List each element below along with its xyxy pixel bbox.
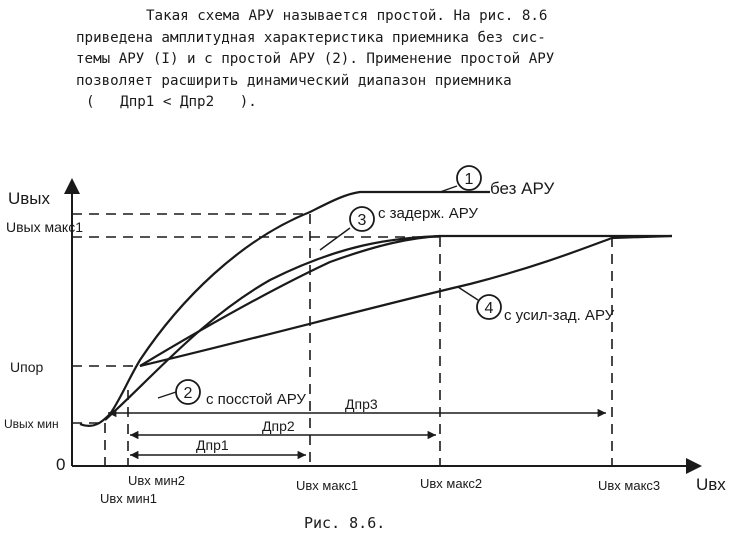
ytick-upor: Uпор [10, 359, 43, 375]
curve-4-number: 4 [485, 300, 494, 317]
curve-2-simple-aru [104, 234, 672, 421]
xtick-uvx-maks2: Uвх макс2 [420, 476, 482, 491]
curve-1-label: без АРУ [490, 179, 554, 198]
range-label-dpr2: Дпр2 [262, 418, 295, 434]
y-axis-label: Uвых [8, 189, 51, 208]
leader-3 [319, 227, 351, 251]
leader-2 [157, 391, 177, 399]
paragraph-line: темы АРУ (I) и с простой АРУ (2). Примен… [76, 51, 555, 67]
curve-4-marker [476, 294, 502, 320]
curve-3-label: с задерж. АРУ [378, 205, 478, 222]
curve-1-marker [456, 165, 482, 191]
x-axis-label: Uвх [696, 475, 726, 494]
xtick-uvx-maks3: Uвх макс3 [598, 478, 660, 493]
curve-2-label: с посстой АРУ [206, 391, 306, 408]
curve-3-marker [349, 206, 375, 232]
curve-4-label: с усил-зад. АРУ [504, 307, 615, 324]
origin-label: 0 [56, 455, 65, 474]
curve-3-delayed-aru [139, 234, 441, 367]
paragraph-line: приведена амплитудная характеристика при… [76, 29, 546, 46]
xtick-uvx-min1: Uвх мин1 [100, 491, 157, 506]
range-label-dpr1: Дпр1 [196, 437, 229, 453]
leader-1 [439, 185, 458, 193]
ytick-text: Uвых макс1 [6, 219, 83, 235]
xtick-uvx-min2: Uвх мин2 [128, 473, 185, 488]
text-paragraph: Такая схема АРУ называется простой. На р… [76, 6, 696, 114]
paragraph-line: Такая схема АРУ называется простой. На р… [146, 8, 548, 24]
curve-3-number: 3 [358, 212, 367, 229]
leader-4 [457, 286, 479, 301]
curve-4-amp-delayed-aru [139, 234, 673, 368]
range-label-dpr3: Дпр3 [345, 396, 378, 412]
curve-2-number: 2 [184, 385, 193, 402]
ytick-uvyx-min: Uвых мин [4, 417, 59, 431]
paragraph-line: позволяет расширить динамический диапазо… [76, 72, 512, 89]
figure-caption: Рис. 8.6. [304, 514, 385, 532]
curve-1-number: 1 [465, 171, 474, 188]
curve-2-marker [175, 379, 201, 405]
xtick-uvx-maks1: Uвх макс1 [296, 478, 358, 493]
ytick-uvyx-maks1: Uвых макс1 [6, 219, 83, 235]
range-condition: ( Дпр1 < Дпр2 ). [86, 94, 257, 110]
